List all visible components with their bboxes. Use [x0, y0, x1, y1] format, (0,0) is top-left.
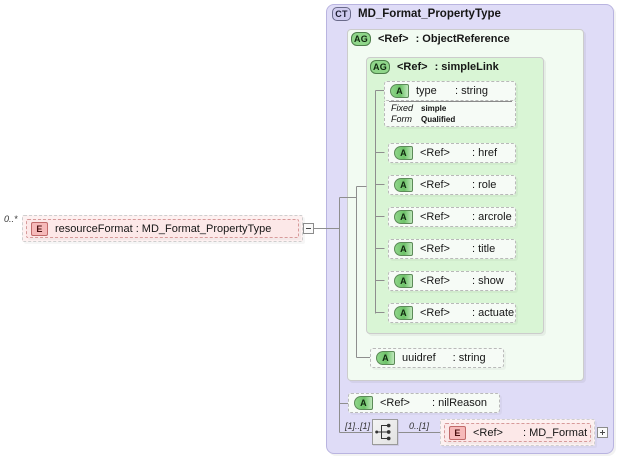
simple-link-group-ref: <Ref>	[397, 61, 428, 73]
attribute-nil-reason-ref: <Ref>	[380, 397, 410, 409]
attribute-ref-show[interactable]: A <Ref> : show	[388, 271, 516, 291]
facet-value-fixed: simple	[421, 104, 447, 113]
complex-type-name: MD_Format_PropertyType	[358, 8, 501, 20]
attribute-ref-label: <Ref>	[420, 243, 450, 255]
attribute-ref-role[interactable]: A <Ref> : role	[388, 175, 516, 195]
attribute-badge-icon: A	[394, 274, 413, 288]
source-element-label: resourceFormat : MD_Format_PropertyType	[55, 222, 272, 235]
facet-row: Fixed simple	[391, 103, 515, 114]
attribute-ref-href[interactable]: A <Ref> : href	[388, 143, 516, 163]
attribute-badge-icon: A	[394, 146, 413, 160]
attribute-ref-label: <Ref>	[420, 275, 450, 287]
facet-row: Form Qualified	[391, 114, 515, 125]
complex-type-badge-icon: CT	[332, 7, 351, 21]
attribute-type-datatype: : string	[454, 85, 488, 97]
source-element-resource-format[interactable]: E resourceFormat : MD_Format_PropertyTyp…	[26, 219, 299, 238]
sequence-left-cardinality: [1]..[1]	[345, 421, 371, 431]
simple-link-group-type: : simpleLink	[434, 61, 499, 73]
choice-icon[interactable]	[372, 419, 398, 445]
attribute-ref-actuate[interactable]: A <Ref> : actuate	[388, 303, 516, 323]
sequence-right-cardinality: 0..[1]	[409, 421, 430, 431]
attr-group-badge-icon: AG	[351, 32, 371, 46]
attribute-ref-label: <Ref>	[420, 147, 450, 159]
attribute-nil-reason-type: : nilReason	[431, 397, 488, 409]
attribute-ref-type: : actuate	[471, 307, 515, 319]
attribute-nil-reason[interactable]: A <Ref> : nilReason	[348, 393, 500, 413]
attribute-type-name: type	[416, 85, 437, 97]
simple-link-group-title[interactable]: AG <Ref> : simpleLink	[370, 60, 499, 74]
object-reference-group-title[interactable]: AG <Ref> : ObjectReference	[351, 32, 510, 46]
attribute-ref-type: : arcrole	[471, 211, 512, 223]
md-format-expand-toggle[interactable]	[597, 427, 608, 438]
attribute-badge-icon: A	[394, 178, 413, 192]
source-element-cardinality: 0..*	[4, 214, 18, 224]
attribute-type[interactable]: A type : string	[384, 81, 516, 101]
attribute-uuidref[interactable]: A uuidref : string	[370, 348, 504, 368]
element-ref-type: : MD_Format	[522, 426, 588, 439]
object-reference-group-type: : ObjectReference	[415, 33, 510, 45]
element-badge-icon: E	[449, 425, 466, 440]
attribute-ref-type: : href	[471, 147, 498, 159]
element-badge-icon: E	[31, 221, 48, 236]
attribute-ref-label: <Ref>	[420, 179, 450, 191]
attribute-badge-icon: A	[394, 242, 413, 256]
facet-value-form: Qualified	[421, 115, 456, 124]
element-ref-label: <Ref>	[473, 426, 503, 439]
attribute-ref-arcrole[interactable]: A <Ref> : arcrole	[388, 207, 516, 227]
facet-separator-rule	[389, 101, 512, 102]
attribute-badge-icon: A	[376, 351, 395, 365]
attribute-ref-type: : show	[471, 275, 504, 287]
attribute-badge-icon: A	[394, 306, 413, 320]
attribute-ref-type: : title	[471, 243, 496, 255]
attribute-ref-title[interactable]: A <Ref> : title	[388, 239, 516, 259]
attribute-ref-label: <Ref>	[420, 211, 450, 223]
attribute-uuidref-type: : string	[452, 352, 486, 364]
object-reference-group-ref: <Ref>	[378, 33, 409, 45]
attr-group-badge-icon: AG	[370, 60, 390, 74]
attribute-badge-icon: A	[394, 210, 413, 224]
element-ref-md-format[interactable]: E <Ref> : MD_Format	[444, 423, 591, 442]
attribute-badge-icon: A	[390, 84, 409, 98]
attribute-ref-type: : role	[471, 179, 497, 191]
attribute-uuidref-name: uuidref	[402, 352, 436, 364]
facet-key-fixed: Fixed	[391, 103, 414, 113]
complex-type-title: CT MD_Format_PropertyType	[332, 7, 501, 21]
attribute-ref-label: <Ref>	[420, 307, 450, 319]
attribute-type-facets: Fixed simple Form Qualified	[384, 101, 516, 127]
facet-key-form: Form	[391, 114, 412, 124]
source-element-collapse-toggle[interactable]	[303, 223, 314, 234]
attribute-badge-icon: A	[354, 396, 373, 410]
